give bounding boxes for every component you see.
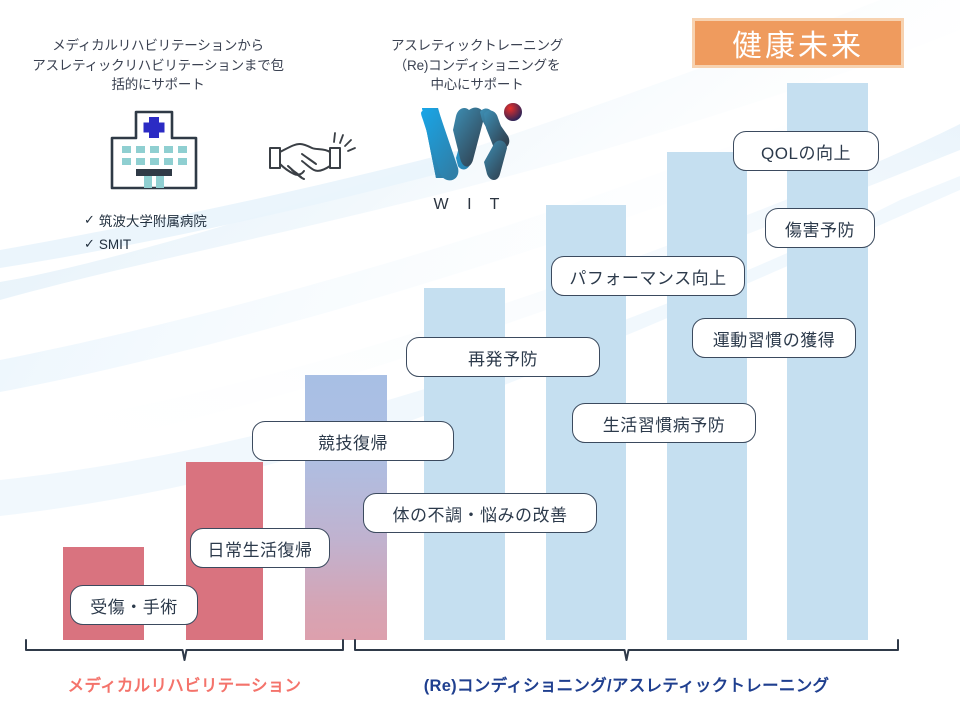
group-bracket	[25, 639, 344, 661]
callout-label: 競技復帰	[318, 433, 388, 453]
group-label: (Re)コンディショニング/アスレティックトレーニング	[423, 677, 830, 695]
callout-pill: 傷害予防	[765, 208, 875, 248]
partner-item-hospital: ✓ 筑波大学附属病院	[84, 210, 207, 230]
callout-label: 体の不調・悩みの改善	[392, 505, 568, 525]
callout-label: 日常生活復帰	[207, 540, 313, 560]
callout-label: 受傷・手術	[90, 597, 178, 617]
check-icon: ✓	[84, 212, 95, 227]
kenko-mirai-badge: 健康未来	[692, 18, 904, 68]
callout-pill: パフォーマンス向上	[551, 256, 745, 296]
group-bracket	[354, 639, 899, 661]
handshake-icon	[269, 132, 356, 180]
callout-label: QOLの向上	[761, 143, 851, 163]
callout-pill: 競技復帰	[252, 421, 454, 461]
callout-pill: 再発予防	[406, 337, 600, 377]
callout-pill: 受傷・手術	[70, 585, 198, 625]
wit-logo-icon	[421, 103, 522, 181]
check-icon: ✓	[84, 236, 95, 251]
hospital-icon	[110, 110, 198, 190]
callout-label: 運動習慣の獲得	[712, 330, 836, 350]
partner-label: SMIT	[98, 236, 132, 252]
partner-label: 筑波大学附属病院	[98, 214, 207, 229]
partner-item-smit: ✓ SMIT	[84, 236, 131, 252]
callout-pill: 生活習慣病予防	[572, 403, 756, 443]
callout-label: 生活習慣病予防	[602, 415, 726, 435]
callout-label: 再発予防	[468, 349, 538, 369]
callout-label: 傷害予防	[785, 220, 855, 240]
callout-label: パフォーマンス向上	[569, 268, 727, 288]
header-athletic-support-text: アスレティックトレーニング （Re)コンディショニングを 中心にサポート	[390, 38, 564, 93]
header-medical-support-text: メディカルリハビリテーションから アスレティックリハビリテーションまで包 括的に…	[32, 38, 284, 93]
group-label: メディカルリハビリテーション	[67, 677, 302, 695]
badge-label: 健康未来	[732, 29, 864, 64]
callout-pill: 体の不調・悩みの改善	[363, 493, 597, 533]
wit-wordmark-label: W I T	[433, 196, 507, 213]
chart-bar	[667, 152, 747, 640]
callout-pill: 運動習慣の獲得	[692, 318, 856, 358]
callout-pill: 日常生活復帰	[190, 528, 330, 568]
chart-bar	[787, 83, 868, 640]
callout-pill: QOLの向上	[733, 131, 879, 171]
